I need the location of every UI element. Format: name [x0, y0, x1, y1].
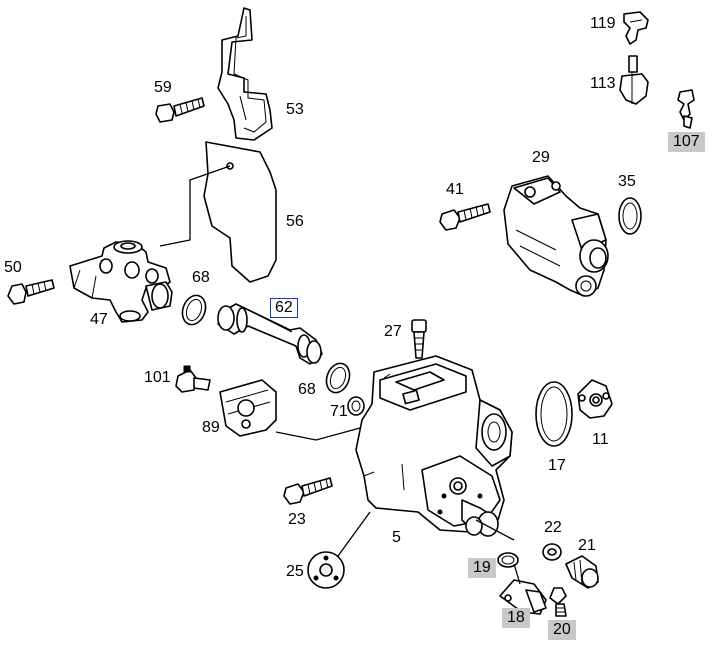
high-pressure-pump-part-5[interactable]	[355, 355, 513, 537]
label-47: 47	[90, 311, 108, 328]
washer-part-22[interactable]	[542, 543, 562, 561]
label-29: 29	[532, 149, 550, 166]
o-ring-part-68-upper[interactable]	[179, 292, 210, 328]
clip-part-107[interactable]	[677, 89, 695, 129]
fitting-part-21[interactable]	[565, 555, 599, 589]
label-113: 113	[590, 75, 616, 92]
label-22: 22	[544, 519, 562, 536]
label-35: 35	[618, 173, 636, 190]
o-ring-part-71[interactable]	[347, 396, 365, 416]
screw-part-20[interactable]	[549, 587, 567, 617]
label-53: 53	[286, 101, 304, 118]
pump-housing-part-29[interactable]	[503, 175, 609, 297]
label-68-upper: 68	[192, 269, 210, 286]
label-11: 11	[592, 431, 609, 448]
label-50: 50	[4, 259, 22, 276]
bracket-part-53[interactable]	[217, 7, 273, 141]
label-71: 71	[330, 403, 348, 420]
gasket-plate-part-56[interactable]	[159, 141, 277, 283]
label-101: 101	[144, 369, 171, 386]
bolt-part-101[interactable]	[175, 365, 211, 393]
o-ring-part-35[interactable]	[618, 197, 642, 235]
label-27: 27	[384, 323, 402, 340]
label-119: 119	[590, 15, 616, 32]
distributor-block-part-47[interactable]	[69, 240, 173, 323]
o-ring-part-68-lower[interactable]	[323, 360, 354, 396]
label-17: 17	[548, 457, 566, 474]
bolt-part-27[interactable]	[411, 319, 427, 359]
bolt-part-59[interactable]	[155, 97, 205, 123]
label-56: 56	[286, 213, 304, 230]
label-25: 25	[286, 563, 304, 580]
gasket-part-89[interactable]	[219, 379, 361, 441]
connector-part-113[interactable]	[619, 55, 649, 105]
label-21: 21	[578, 537, 596, 554]
sensor-part-18[interactable]	[499, 563, 547, 615]
bolt-part-41[interactable]	[439, 203, 491, 231]
label-18: 18	[502, 608, 530, 628]
label-19: 19	[468, 558, 496, 578]
label-89: 89	[202, 419, 220, 436]
flange-part-25[interactable]	[307, 511, 371, 589]
flange-part-11[interactable]	[577, 379, 613, 419]
bolt-part-23[interactable]	[283, 477, 333, 505]
pressure-pipe-part-62[interactable]	[217, 303, 323, 365]
clip-part-119[interactable]	[623, 11, 649, 45]
label-20: 20	[548, 620, 576, 640]
o-ring-part-19[interactable]	[475, 519, 519, 568]
label-5: 5	[392, 529, 401, 546]
label-62-selected[interactable]: 62	[270, 298, 298, 318]
label-107: 107	[668, 132, 705, 152]
o-ring-part-17[interactable]	[535, 381, 573, 447]
label-68-lower: 68	[298, 381, 316, 398]
label-41: 41	[446, 181, 464, 198]
label-23: 23	[288, 511, 306, 528]
bolt-part-50[interactable]	[7, 279, 55, 305]
label-59: 59	[154, 79, 172, 96]
